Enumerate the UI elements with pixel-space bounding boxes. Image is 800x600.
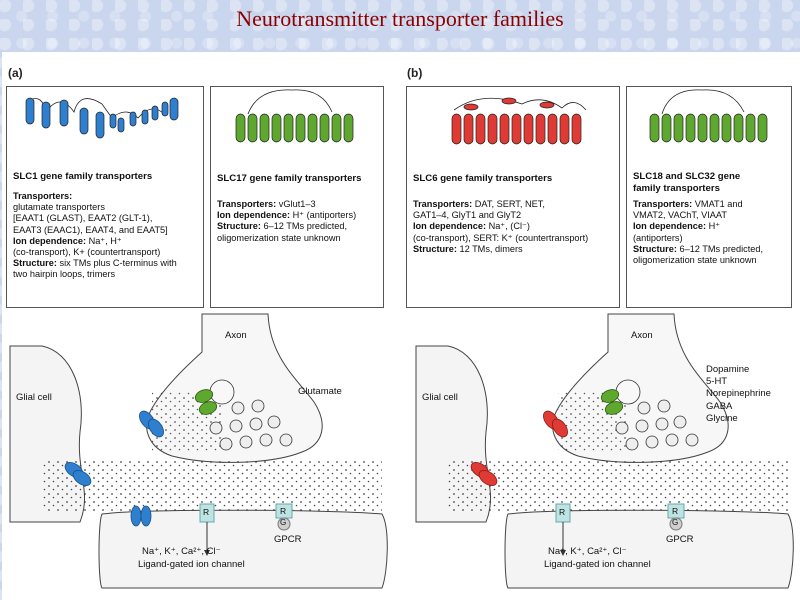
- helix-segment: [710, 114, 719, 142]
- loop-line: [662, 90, 744, 114]
- helix-segment: [452, 114, 461, 144]
- helix-segment: [476, 114, 485, 144]
- transmitter-item: GABA: [706, 401, 771, 413]
- ions-label-b: Na⁺, K⁺, Ca²⁺, Cl⁻: [548, 546, 627, 557]
- helix-segment: [118, 118, 124, 132]
- helix-segment: [110, 114, 116, 128]
- helix-segment: [698, 114, 707, 142]
- helix-segment: [536, 114, 545, 144]
- helix-segment: [308, 114, 317, 142]
- helix-segment: [344, 114, 353, 142]
- helix-segment: [512, 114, 521, 144]
- slc6-topology-icon: [452, 98, 586, 144]
- helix-segment: [60, 100, 68, 126]
- ions-label-a: Na⁺, K⁺, Ca²⁺, Cl⁻: [142, 546, 221, 557]
- axon-label-b: Axon: [631, 330, 653, 341]
- gpcr-label-a: GPCR: [274, 534, 301, 545]
- helix-segment: [734, 114, 743, 142]
- transmitter-item: Dopamine: [706, 364, 771, 376]
- helix-segment: [236, 114, 245, 142]
- transmitter-item: 5-HT: [706, 376, 771, 388]
- helix-segment: [320, 114, 329, 142]
- gpcr-g-label-a: G: [280, 518, 286, 527]
- helix-segment: [332, 114, 341, 142]
- helix-segment: [248, 114, 257, 142]
- helix-segment: [502, 98, 516, 104]
- transmitter-item: Norepinephrine: [706, 388, 771, 400]
- helix-segment: [650, 114, 659, 142]
- helix-segment: [42, 102, 50, 128]
- helix-segment: [662, 114, 671, 142]
- figure-drawings: [2, 52, 800, 600]
- channel-label-b: Ligand-gated ion channel: [544, 559, 651, 570]
- helix-segment: [500, 114, 509, 144]
- helix-segment: [162, 102, 168, 116]
- receptor-r-label-b: R: [559, 507, 565, 517]
- glutamate-label: Glutamate: [298, 386, 342, 397]
- helix-segment: [758, 114, 767, 142]
- gpcr-r-label-a: R: [280, 506, 286, 516]
- helix-segment: [722, 114, 731, 142]
- helix-segment: [674, 114, 683, 142]
- transmitter-list-b: Dopamine 5-HT Norepinephrine GABA Glycin…: [706, 364, 771, 425]
- helix-segment: [464, 104, 478, 110]
- helix-segment: [560, 114, 569, 144]
- channel-label-a: Ligand-gated ion channel: [138, 559, 245, 570]
- receptor-r-label-a: R: [203, 507, 209, 517]
- helix-segment: [152, 106, 158, 120]
- gpcr-g-label-b: G: [672, 518, 678, 527]
- helix-segment: [96, 112, 104, 138]
- helix-segment: [548, 114, 557, 144]
- figure: (a) (b) SLC1 gene family transporters Tr…: [2, 52, 800, 600]
- helix-segment: [170, 98, 178, 120]
- helix-segment: [746, 114, 755, 142]
- helix-segment: [142, 110, 148, 124]
- helix-segment: [26, 98, 34, 124]
- slide-title: Neurotransmitter transporter families: [0, 6, 800, 32]
- slc1-topology-icon: [26, 98, 178, 138]
- helix-segment: [284, 114, 293, 142]
- helix-segment: [80, 108, 88, 134]
- helix-segment: [296, 114, 305, 142]
- helix-segment: [540, 102, 554, 108]
- helix-segment: [272, 114, 281, 142]
- glial-label-a: Glial cell: [16, 392, 52, 403]
- helix-segment: [686, 114, 695, 142]
- transmitter-item: Glycine: [706, 413, 771, 425]
- glial-label-b: Glial cell: [422, 392, 458, 403]
- helix-segment: [130, 112, 136, 126]
- helix-segment: [464, 114, 473, 144]
- helix-segment: [572, 114, 581, 144]
- gpcr-r-label-b: R: [672, 506, 678, 516]
- loop-line: [248, 90, 332, 114]
- slc17-topology-icon: [236, 90, 353, 142]
- helix-segment: [488, 114, 497, 144]
- axon-label-a: Axon: [225, 330, 247, 341]
- gpcr-label-b: GPCR: [666, 534, 693, 545]
- slc18-topology-icon: [650, 90, 767, 142]
- helix-segment: [524, 114, 533, 144]
- helix-segment: [260, 114, 269, 142]
